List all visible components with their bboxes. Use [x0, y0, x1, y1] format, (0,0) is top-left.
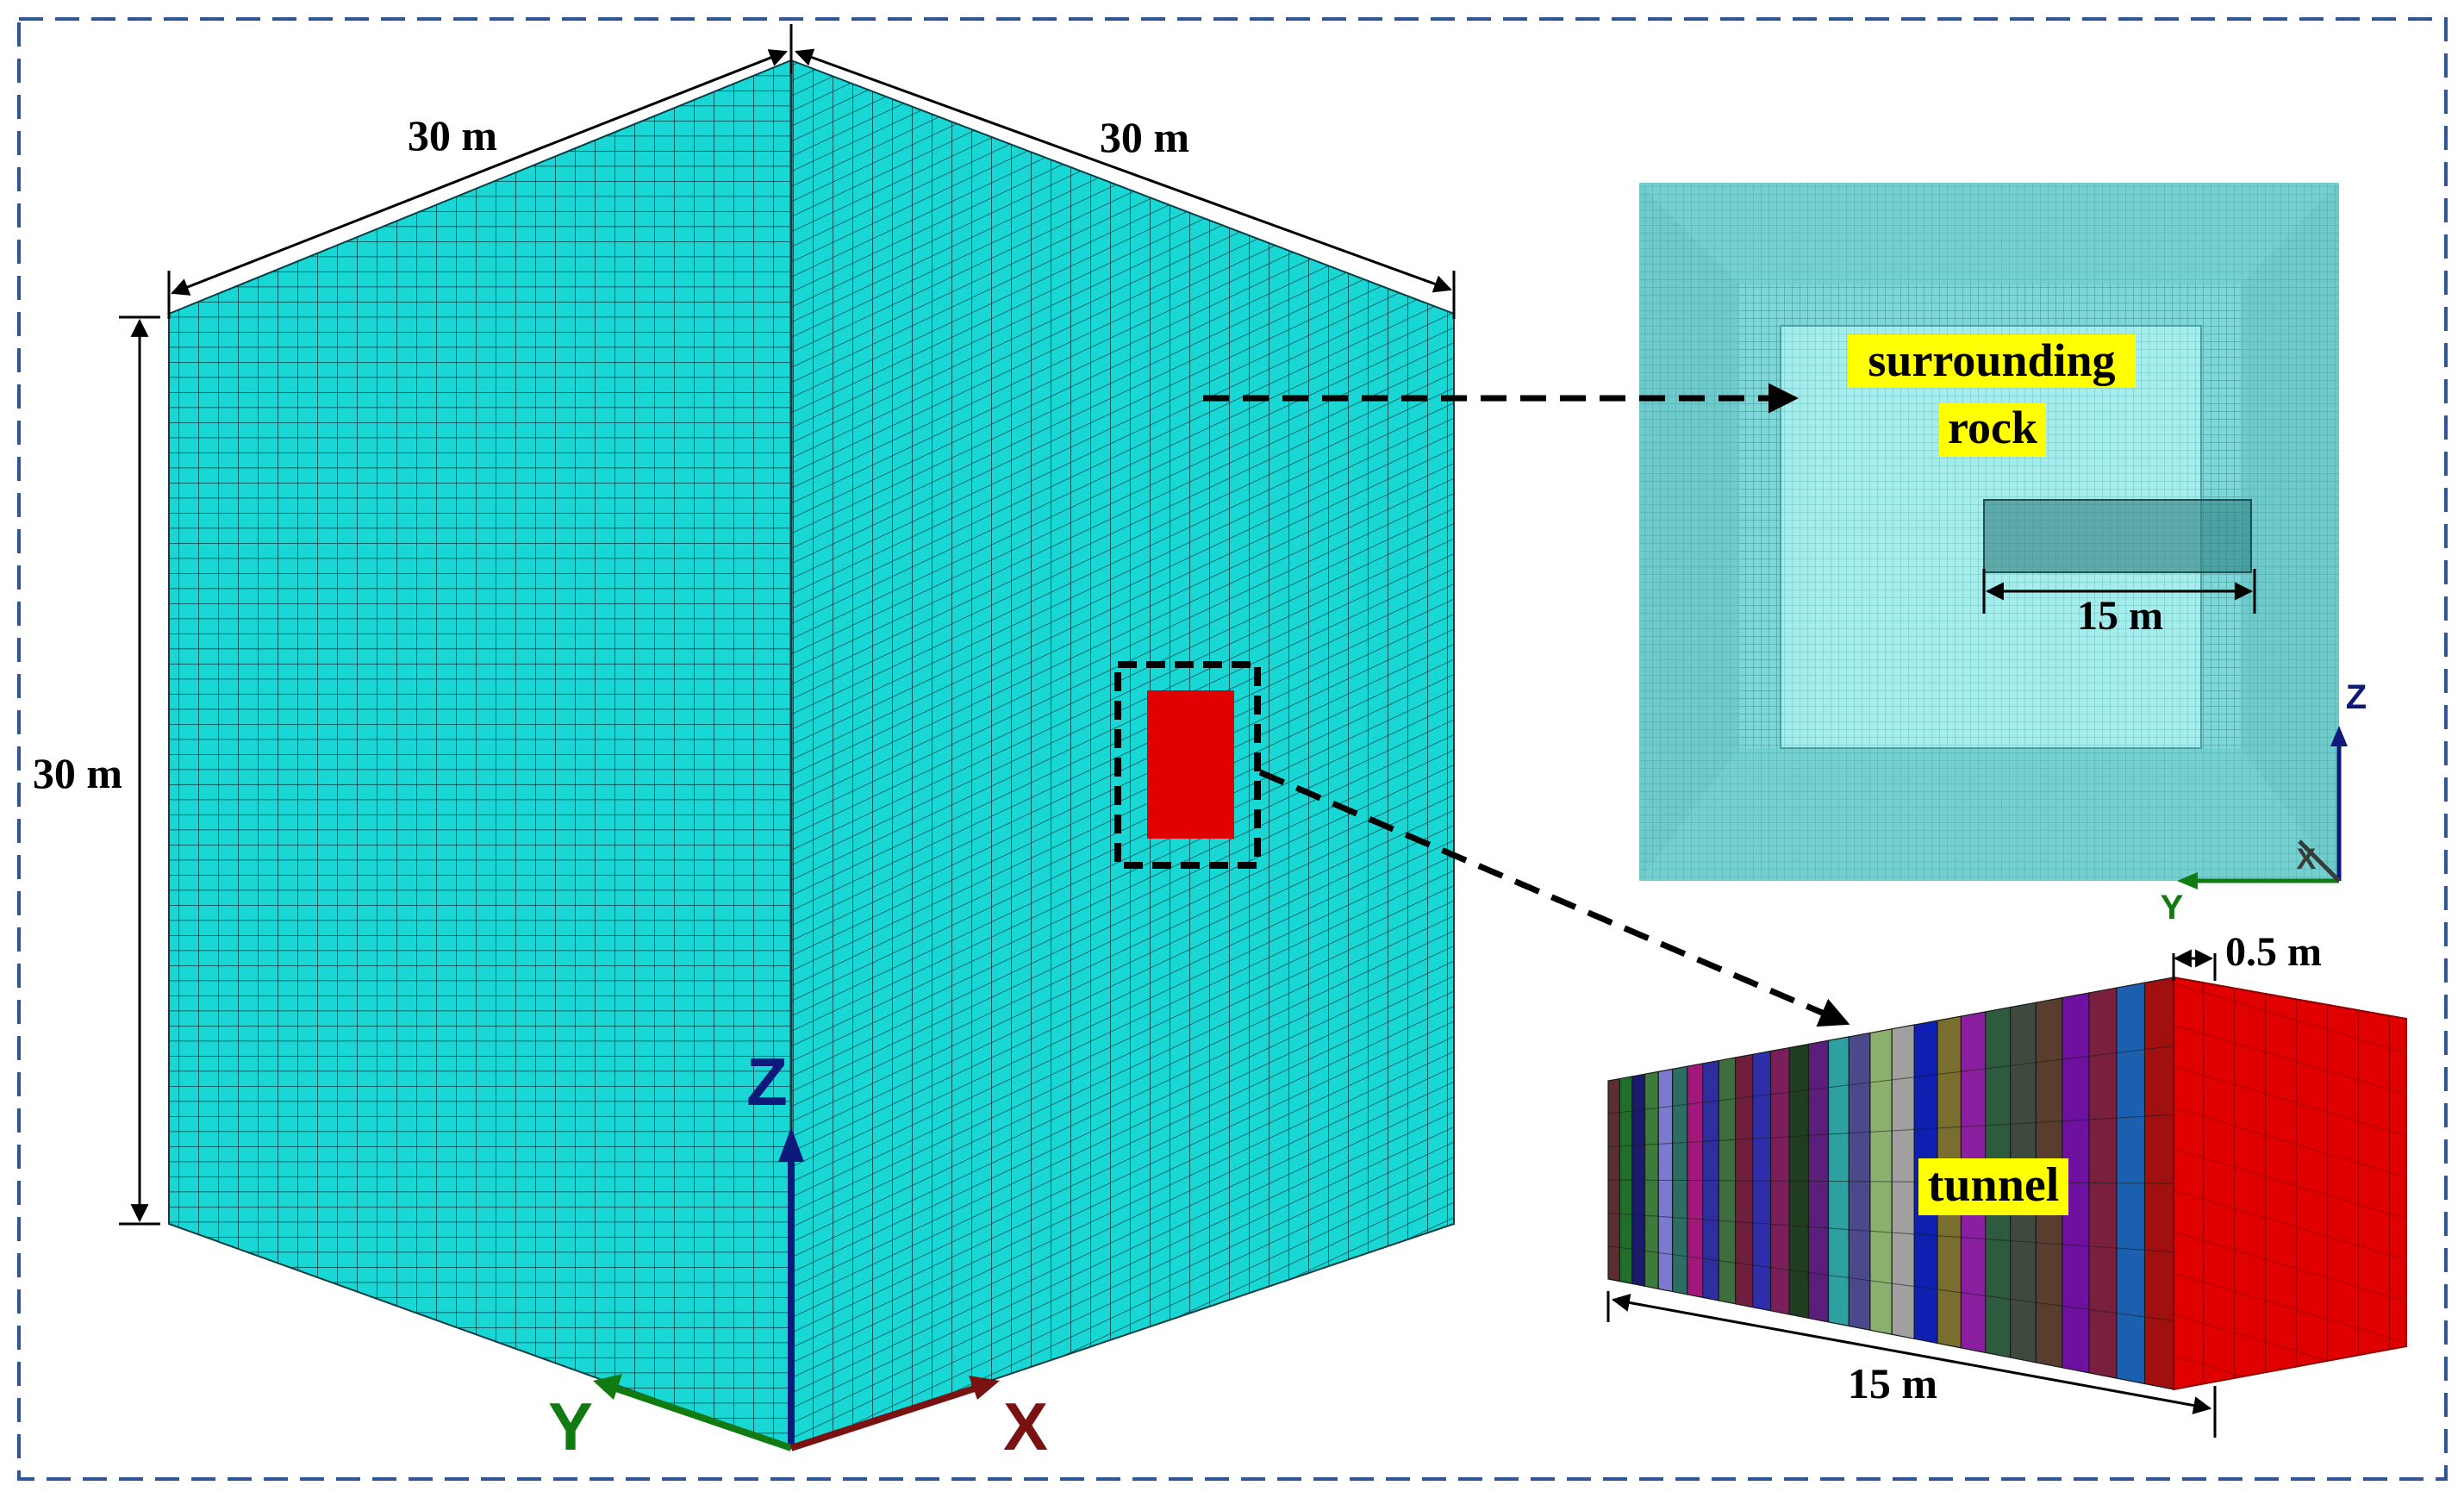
dim-line-right-width — [795, 48, 1452, 293]
axis-x-label: X — [1003, 1389, 1048, 1464]
cube-left-face — [168, 59, 792, 1450]
axis-x-arrow — [789, 1382, 984, 1451]
tunnel-label: tunnel — [1928, 1158, 2060, 1212]
dim-line-left-width — [171, 49, 788, 296]
tunnel-ring-line — [1607, 1114, 2174, 1148]
inset-axis-z-label: Z — [2346, 678, 2367, 716]
surrounding-label-line2: rock — [1948, 402, 2037, 453]
tunnel-highlight-box — [1114, 661, 1261, 869]
tunnel-end-face — [2173, 976, 2407, 1391]
dim-label-left-width: 30 m — [408, 111, 497, 159]
tunnel-segments — [1607, 977, 2174, 1390]
inset-dim-label-tunnel: 15 m — [2077, 593, 2163, 639]
tunnel-detail — [1606, 949, 2407, 1438]
dim-line-tunnel-length — [1611, 1294, 2212, 1414]
tunnel-label-bg — [1918, 1158, 2068, 1215]
dim-label-lining: 0.5 m — [2225, 929, 2322, 975]
main-axes — [593, 1127, 1000, 1451]
pointer-arrow-to-tunnel — [1258, 769, 1850, 1027]
inset-tunnel-shadow — [1984, 500, 2251, 572]
dim-label-right-width: 30 m — [1100, 113, 1189, 161]
cube-right-face — [790, 59, 1455, 1450]
axis-y-arrow — [607, 1382, 793, 1451]
tunnel-ring-line — [1607, 1179, 2174, 1184]
tunnel-ring-line — [1607, 1045, 2174, 1114]
cube-dimensions — [119, 24, 1456, 1226]
surrounding-rock-inset — [1639, 183, 2339, 881]
inset-axes — [2177, 726, 2348, 889]
inset-axis-y-label: Y — [2161, 889, 2184, 927]
dim-label-height: 30 m — [33, 749, 122, 797]
axis-y-label: Y — [548, 1389, 593, 1464]
tunnel-opening — [1147, 690, 1234, 839]
axis-z-label: Z — [746, 1044, 788, 1120]
outer-frame — [17, 17, 2448, 1481]
surrounding-label-bg-1 — [1848, 334, 2136, 388]
dim-label-tunnel-length: 15 m — [1848, 1359, 1937, 1407]
inset-axis-x-label: X — [2297, 843, 2317, 876]
surrounding-label-bg-2 — [1939, 403, 2046, 457]
tunnel-ring-line — [1607, 1212, 2174, 1253]
main-cube — [168, 59, 1455, 1450]
surrounding-label-line1: surrounding — [1868, 334, 2115, 386]
